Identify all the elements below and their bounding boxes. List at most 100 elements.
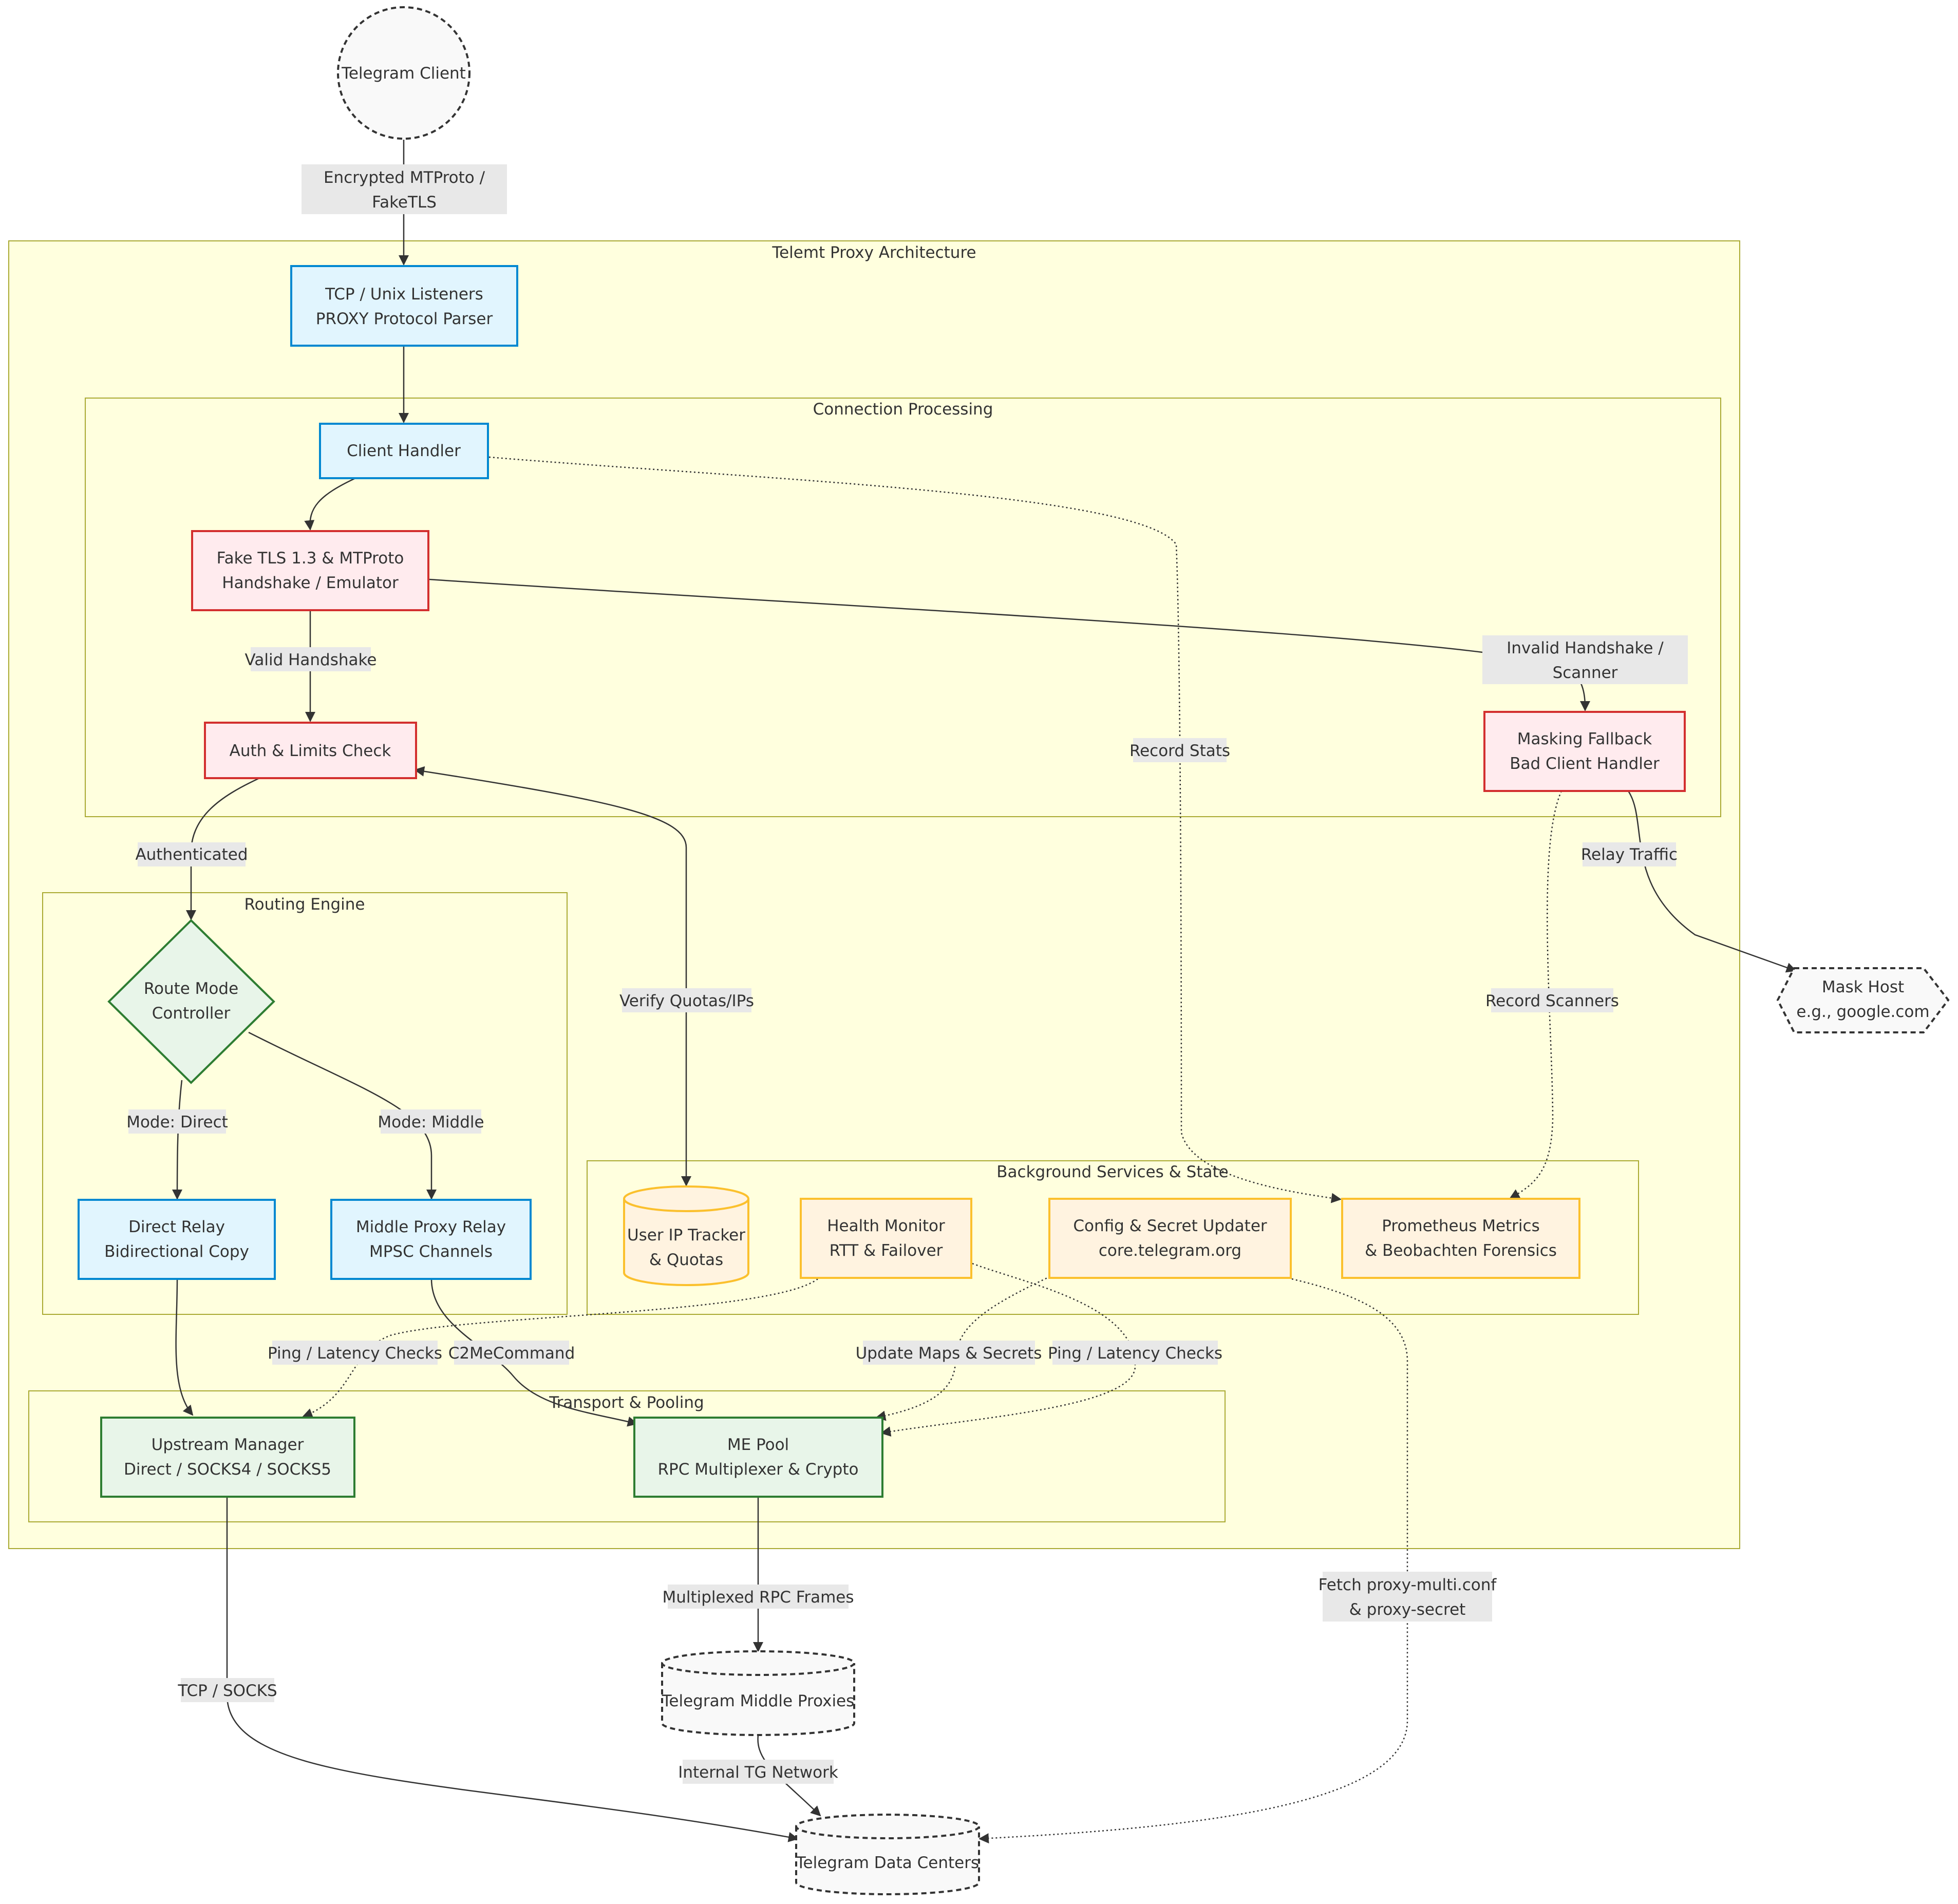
svg-text:Auth & Limits Check: Auth & Limits Check bbox=[230, 742, 391, 760]
edge-middle-to-mepool bbox=[430, 1278, 638, 1427]
svg-text:TCP / SOCKS: TCP / SOCKS bbox=[177, 1682, 277, 1700]
edge-health-to-mepool bbox=[880, 1262, 1136, 1437]
cluster-connection-title: Connection Processing bbox=[813, 400, 993, 419]
svg-text:core.telegram.org: core.telegram.org bbox=[1099, 1241, 1241, 1260]
edge-auth-to-ip-tracker bbox=[414, 766, 691, 1186]
svg-text:PROXY Protocol Parser: PROXY Protocol Parser bbox=[316, 310, 493, 328]
edge-label-encrypted: Encrypted MTProto / FakeTLS bbox=[302, 164, 507, 214]
svg-text:& Beobachten Forensics: & Beobachten Forensics bbox=[1365, 1241, 1557, 1260]
svg-text:Authenticated: Authenticated bbox=[135, 845, 248, 864]
cluster-architecture-title: Telemt Proxy Architecture bbox=[771, 243, 976, 262]
node-client-handler: Client Handler bbox=[319, 423, 489, 479]
node-telegram-middle-proxies: Telegram Middle Proxies bbox=[661, 1650, 855, 1736]
svg-text:Fake TLS 1.3 & MTProto: Fake TLS 1.3 & MTProto bbox=[217, 549, 404, 568]
svg-text:Route Mode: Route Mode bbox=[144, 979, 238, 998]
svg-text:Mode: Direct: Mode: Direct bbox=[126, 1113, 228, 1132]
edge-label-invalid-line1: Invalid Handshake / bbox=[1507, 639, 1664, 657]
node-health-monitor: Health Monitor RTT & Failover bbox=[800, 1198, 972, 1279]
node-fake-tls: Fake TLS 1.3 & MTProto Handshake / Emula… bbox=[191, 530, 429, 611]
node-me-pool: ME Pool RPC Multiplexer & Crypto bbox=[633, 1417, 883, 1498]
svg-text:Upstream Manager: Upstream Manager bbox=[152, 1436, 304, 1454]
edge-label-encrypted-line1: Encrypted MTProto / bbox=[324, 168, 485, 187]
node-auth-limits: Auth & Limits Check bbox=[204, 722, 417, 779]
edge-label-ping-mepool: Ping / Latency Checks bbox=[1048, 1341, 1222, 1365]
edge-label-ping-upstream: Ping / Latency Checks bbox=[268, 1341, 442, 1365]
svg-text:User IP Tracker: User IP Tracker bbox=[627, 1226, 745, 1245]
svg-text:RPC Multiplexer & Crypto: RPC Multiplexer & Crypto bbox=[658, 1460, 859, 1479]
svg-text:Record Stats: Record Stats bbox=[1129, 742, 1230, 760]
svg-text:Record Scanners: Record Scanners bbox=[1485, 992, 1619, 1010]
edge-direct-to-upstream bbox=[175, 1278, 194, 1416]
edge-label-record-scanners: Record Scanners bbox=[1485, 988, 1619, 1012]
svg-text:Ping / Latency Checks: Ping / Latency Checks bbox=[268, 1344, 442, 1363]
cluster-routing-title: Routing Engine bbox=[244, 895, 365, 914]
svg-text:Telegram Client: Telegram Client bbox=[341, 64, 466, 83]
svg-text:RTT & Failover: RTT & Failover bbox=[830, 1241, 943, 1260]
edge-label-multiplexed: Multiplexed RPC Frames bbox=[662, 1585, 854, 1609]
edge-upstream-to-datacenters bbox=[226, 1497, 799, 1842]
edge-label-relay-traffic: Relay Traffic bbox=[1581, 842, 1678, 866]
svg-text:Mask Host: Mask Host bbox=[1822, 978, 1904, 996]
svg-text:Verify Quotas/IPs: Verify Quotas/IPs bbox=[619, 992, 754, 1010]
edge-label-tcp-socks: TCP / SOCKS bbox=[177, 1678, 277, 1702]
svg-text:TCP / Unix Listeners: TCP / Unix Listeners bbox=[325, 285, 483, 304]
svg-text:Health Monitor: Health Monitor bbox=[827, 1217, 945, 1235]
edge-label-fetch-line2: & proxy-secret bbox=[1349, 1600, 1466, 1619]
svg-text:e.g., google.com: e.g., google.com bbox=[1796, 1003, 1929, 1021]
node-masking-fallback: Masking Fallback Bad Client Handler bbox=[1483, 711, 1686, 792]
node-telegram-client: Telegram Client bbox=[337, 6, 470, 140]
svg-text:Middle Proxy Relay: Middle Proxy Relay bbox=[356, 1218, 506, 1236]
cluster-background-title: Background Services & State bbox=[996, 1163, 1228, 1181]
svg-text:Controller: Controller bbox=[152, 1004, 231, 1023]
svg-text:Masking Fallback: Masking Fallback bbox=[1517, 730, 1652, 748]
edge-handler-to-faketls bbox=[304, 478, 355, 531]
svg-text:Bad Client Handler: Bad Client Handler bbox=[1510, 755, 1660, 773]
svg-text:Multiplexed RPC Frames: Multiplexed RPC Frames bbox=[662, 1588, 854, 1607]
node-ip-tracker: User IP Tracker & Quotas bbox=[623, 1185, 749, 1286]
svg-text:Prometheus Metrics: Prometheus Metrics bbox=[1382, 1217, 1540, 1235]
svg-text:ME Pool: ME Pool bbox=[727, 1436, 789, 1454]
node-telegram-data-centers: Telegram Data Centers bbox=[795, 1814, 980, 1895]
node-config-updater: Config & Secret Updater core.telegram.or… bbox=[1048, 1198, 1292, 1279]
svg-text:Client Handler: Client Handler bbox=[347, 442, 461, 460]
svg-text:Telegram Data Centers: Telegram Data Centers bbox=[796, 1854, 979, 1872]
svg-text:MPSC Channels: MPSC Channels bbox=[369, 1242, 493, 1261]
svg-text:Telegram Middle Proxies: Telegram Middle Proxies bbox=[662, 1692, 855, 1710]
edge-route-to-middle bbox=[248, 1031, 437, 1200]
edge-label-valid-handshake: Valid Handshake bbox=[245, 647, 377, 671]
node-mask-host: Mask Host e.g., google.com bbox=[1776, 967, 1950, 1033]
edge-label-c2mecommand: C2MeCommand bbox=[448, 1341, 575, 1365]
edge-route-to-direct bbox=[172, 1080, 183, 1200]
svg-text:Direct / SOCKS4 / SOCKS5: Direct / SOCKS4 / SOCKS5 bbox=[124, 1460, 331, 1479]
svg-text:Relay Traffic: Relay Traffic bbox=[1581, 845, 1678, 864]
edge-label-encrypted-line2: FakeTLS bbox=[372, 193, 437, 212]
svg-text:Valid Handshake: Valid Handshake bbox=[245, 651, 377, 669]
edge-label-fetch-proxy: Fetch proxy-multi.conf & proxy-secret bbox=[1319, 1572, 1497, 1622]
edge-masking-to-prometheus bbox=[1509, 790, 1562, 1199]
node-route-mode: Route Mode Controller bbox=[107, 919, 275, 1084]
edge-label-update-maps: Update Maps & Secrets bbox=[856, 1341, 1042, 1365]
node-prometheus-metrics: Prometheus Metrics & Beobachten Forensic… bbox=[1341, 1198, 1580, 1279]
node-middle-relay: Middle Proxy Relay MPSC Channels bbox=[330, 1199, 532, 1280]
edge-label-invalid-handshake: Invalid Handshake / Scanner bbox=[1482, 635, 1688, 684]
svg-text:Update Maps & Secrets: Update Maps & Secrets bbox=[856, 1344, 1042, 1363]
svg-text:Direct Relay: Direct Relay bbox=[128, 1218, 225, 1236]
edge-label-internal-network: Internal TG Network bbox=[678, 1760, 838, 1784]
node-listeners: TCP / Unix Listeners PROXY Protocol Pars… bbox=[290, 265, 518, 347]
svg-text:Bidirectional Copy: Bidirectional Copy bbox=[104, 1242, 249, 1261]
svg-text:Ping / Latency Checks: Ping / Latency Checks bbox=[1048, 1344, 1222, 1363]
svg-text:Config & Secret Updater: Config & Secret Updater bbox=[1073, 1217, 1267, 1235]
edge-label-mode-direct: Mode: Direct bbox=[126, 1109, 228, 1134]
edge-label-fetch-line1: Fetch proxy-multi.conf bbox=[1319, 1576, 1497, 1594]
svg-text:Mode: Middle: Mode: Middle bbox=[378, 1113, 484, 1132]
svg-text:C2MeCommand: C2MeCommand bbox=[448, 1344, 575, 1363]
svg-text:& Quotas: & Quotas bbox=[649, 1251, 723, 1269]
edge-label-authenticated: Authenticated bbox=[135, 842, 248, 866]
edge-label-invalid-line2: Scanner bbox=[1553, 664, 1618, 682]
svg-text:Handshake / Emulator: Handshake / Emulator bbox=[222, 574, 399, 592]
node-direct-relay: Direct Relay Bidirectional Copy bbox=[78, 1199, 276, 1280]
edge-label-mode-middle: Mode: Middle bbox=[378, 1109, 484, 1134]
edge-config-to-mepool bbox=[875, 1275, 1051, 1421]
svg-text:Internal TG Network: Internal TG Network bbox=[678, 1763, 838, 1782]
